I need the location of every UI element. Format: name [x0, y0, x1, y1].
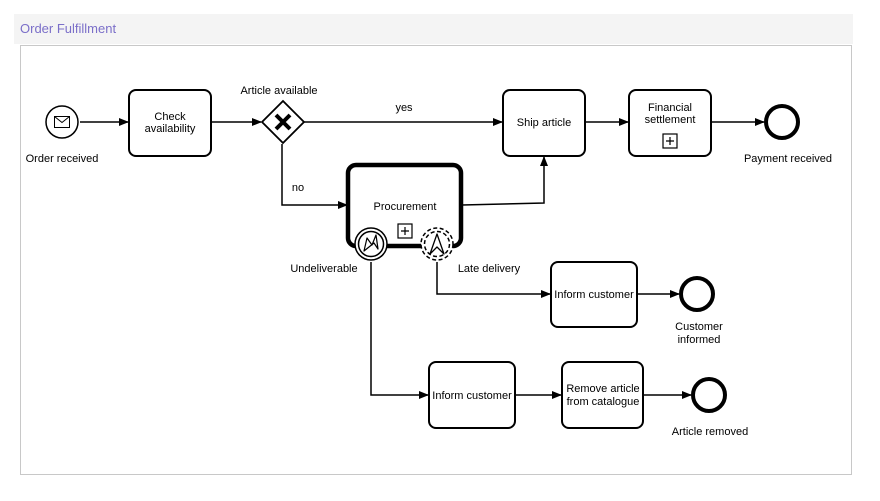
subprocess-procurement[interactable]: Procurement: [345, 162, 464, 249]
flow-gateway-no: [281, 144, 348, 209]
exclusive-gateway[interactable]: [260, 99, 306, 145]
lightning-icon: [363, 234, 379, 252]
task-ship-article-label: Ship article: [517, 117, 571, 129]
escalation-icon: [429, 233, 445, 255]
start-event[interactable]: [45, 105, 79, 139]
financial-settlement-line2: settlement: [645, 114, 696, 126]
task-check-availability-line2: availability: [145, 123, 196, 135]
flow-undeliverable-to-inform: [370, 262, 429, 399]
flow-procurement-to-ship: [461, 156, 548, 206]
flow-label-no: no: [292, 182, 304, 194]
boundary-event-undeliverable[interactable]: [354, 227, 388, 261]
task-check-availability[interactable]: Check availability: [128, 89, 212, 157]
undeliverable-label: Undeliverable: [290, 263, 357, 275]
task-remove-article-line2: from catalogue: [567, 396, 640, 408]
task-inform-customer-undeliverable-label: Inform customer: [432, 390, 512, 402]
article-removed-label: Article removed: [672, 426, 748, 438]
diagram-title-bar: Order Fulfillment: [14, 14, 853, 44]
flow-late-to-inform: [436, 262, 551, 298]
plus-square-icon: [662, 133, 678, 149]
diagram-title: Order Fulfillment: [20, 21, 117, 36]
envelope-icon: [54, 116, 70, 128]
x-icon: [274, 113, 292, 131]
task-check-availability-line1: Check: [154, 111, 186, 123]
procurement-label: Procurement: [374, 201, 437, 213]
flow-label-yes: yes: [395, 102, 413, 114]
subprocess-financial-settlement[interactable]: Financial settlement: [628, 89, 712, 157]
end-event-customer-informed[interactable]: [679, 276, 715, 312]
start-event-label: Order received: [26, 153, 99, 165]
boundary-event-late-delivery[interactable]: [420, 227, 454, 261]
financial-settlement-line1: Financial: [648, 102, 692, 114]
task-inform-customer-undeliverable[interactable]: Inform customer: [428, 361, 516, 429]
task-inform-customer-late[interactable]: Inform customer: [550, 261, 638, 328]
customer-informed-line1: Customer: [675, 321, 723, 333]
late-delivery-label: Late delivery: [458, 263, 521, 275]
task-remove-article[interactable]: Remove article from catalogue: [561, 361, 644, 429]
customer-informed-line2: informed: [678, 334, 721, 346]
task-remove-article-line1: Remove article: [566, 383, 639, 395]
end-event-article-removed[interactable]: [691, 377, 727, 413]
task-ship-article[interactable]: Ship article: [502, 89, 586, 157]
plus-square-icon: [397, 223, 413, 239]
task-inform-customer-late-label: Inform customer: [554, 289, 634, 301]
end-event-payment-received[interactable]: [764, 104, 800, 140]
end-event-payment-received-label: Payment received: [744, 153, 832, 165]
gateway-label: Article available: [240, 85, 317, 97]
